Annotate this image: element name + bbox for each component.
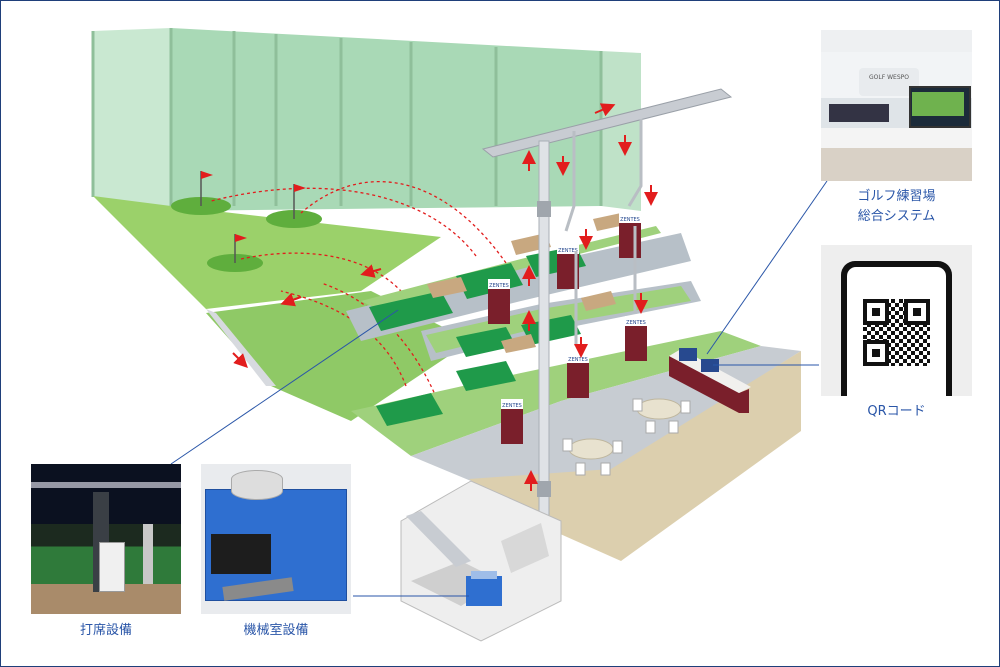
caption-system-line2: 総合システム — [857, 209, 936, 224]
booth-dispenser — [99, 542, 125, 592]
system-photo: GOLF WESPO — [821, 30, 972, 181]
dispenser-brand-label: ZENTES — [626, 320, 646, 326]
booth-photo — [31, 464, 181, 614]
photo-sign-text: GOLF WESPO — [869, 74, 909, 81]
lounge — [562, 348, 751, 476]
dispenser-brand-label: ZENTES — [558, 248, 578, 254]
qr-code-icon — [863, 299, 930, 366]
dispenser-brand-label: ZENTES — [568, 357, 588, 363]
dispenser-brand-label: ZENTES — [502, 403, 522, 409]
smartphone — [841, 261, 952, 396]
machine-room — [400, 480, 562, 642]
target-greens — [171, 171, 322, 272]
safety-net — [91, 28, 641, 211]
caption-machine: 機械室設備 — [243, 623, 309, 638]
caption-system: ゴルフ練習場 総合システム — [821, 187, 972, 227]
caption-qr: QRコード — [867, 404, 926, 419]
caption-booth: 打席設備 — [79, 623, 132, 638]
middle-floor — [421, 281, 701, 361]
caption-system-line1: ゴルフ練習場 — [857, 189, 936, 204]
callout-lines — [170, 180, 828, 597]
dispenser-brand-label: ZENTES — [489, 283, 509, 289]
machine-photo — [201, 464, 351, 614]
dispenser-brand-label: ZENTES — [620, 217, 640, 223]
qr-photo — [821, 245, 972, 396]
ball-dispensers: ZENTES ZENTES ZENTES ZENTES ZENTES ZENTES — [488, 213, 647, 444]
